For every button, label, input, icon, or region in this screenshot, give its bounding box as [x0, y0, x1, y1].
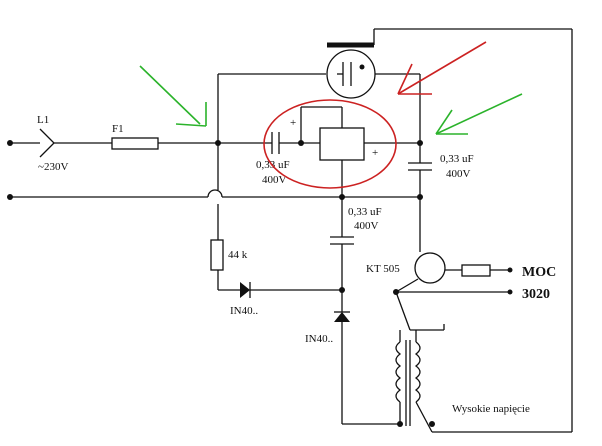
resistor-label: 44 k	[228, 249, 248, 261]
diode2-label: IN40..	[305, 333, 333, 345]
gate-resistor	[461, 264, 491, 277]
thyristor-kt505	[414, 252, 446, 284]
diode1-label: IN40..	[230, 305, 258, 317]
highlight-ellipse	[263, 99, 397, 189]
fuse-f1	[111, 137, 159, 150]
cap3-voltage: 400V	[354, 220, 379, 232]
mains-input	[7, 128, 112, 158]
thyristor-label: KT 505	[366, 263, 400, 275]
moc-part-label: 3020	[522, 287, 550, 302]
mains-voltage-label: ~230V	[38, 161, 68, 173]
cap3-value: 0,33 uF	[348, 206, 382, 218]
diode-2	[334, 311, 350, 322]
green-arrow-icon	[435, 93, 523, 135]
trigger-module	[319, 127, 365, 161]
cap1-voltage: 400V	[262, 174, 287, 186]
cap2-voltage: 400V	[446, 168, 471, 180]
l1-label: L1	[37, 114, 49, 126]
cap2-value: 0,33 uF	[440, 153, 474, 165]
red-arrow-icon	[397, 41, 487, 95]
module-plus-label: +	[372, 147, 378, 159]
fuse-f1-label: F1	[112, 123, 124, 135]
diode-1	[240, 282, 251, 298]
moc-label: MOC	[522, 265, 556, 280]
coil-label: Wysokie napięcie	[452, 403, 530, 415]
neon-gas-discharge-tube-icon	[326, 42, 376, 99]
hv-transformer	[395, 330, 421, 426]
resistor-44k	[210, 239, 224, 271]
cap1-polarity: +	[290, 117, 296, 129]
green-arrow-icon	[139, 65, 207, 127]
